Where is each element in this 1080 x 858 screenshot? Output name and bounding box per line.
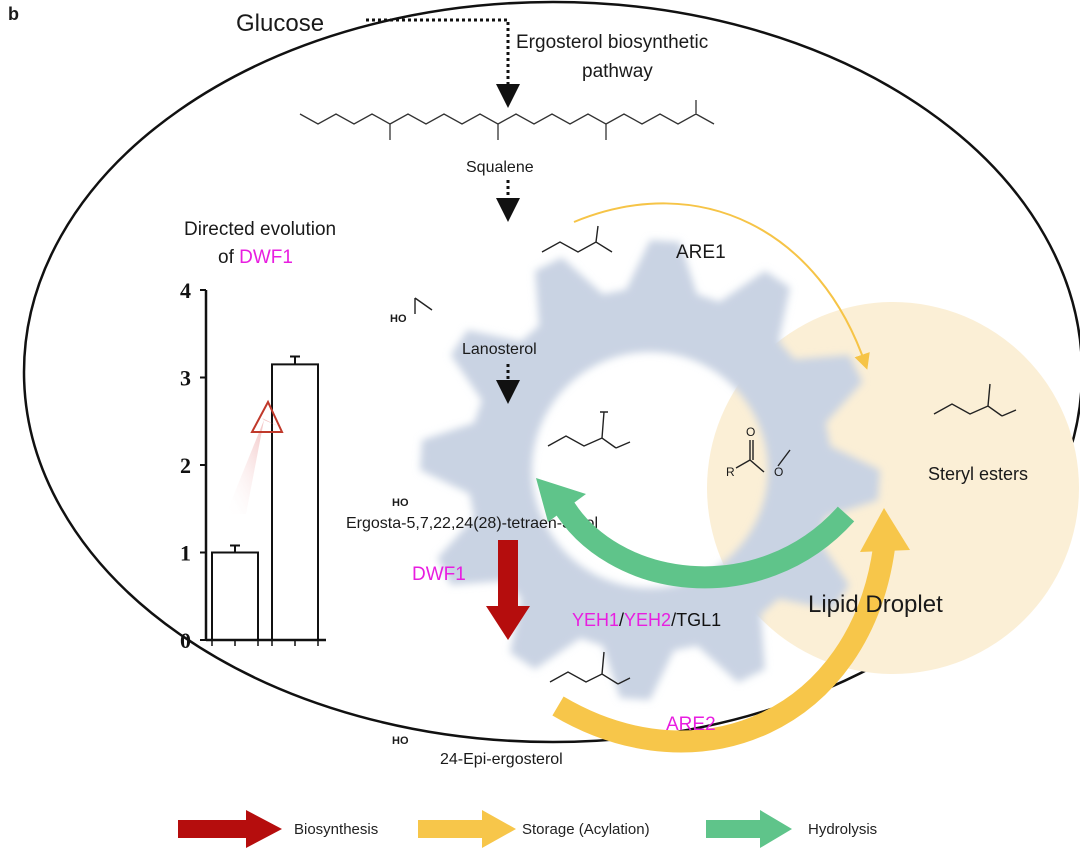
- pathway-label-line2: pathway: [582, 61, 653, 82]
- legend: Biosynthesis Storage (Acylation) Hydroly…: [178, 810, 877, 848]
- improvement-arrow-head: [250, 399, 284, 433]
- y-tick-label: 2: [180, 453, 191, 478]
- hydrolase-enzymes-label: YEH1/YEH2/TGL1: [572, 610, 721, 630]
- lanosterol-label: Lanosterol: [462, 341, 537, 358]
- dwf1-activity-chart: 4 3 2 1 0: [180, 278, 326, 653]
- glucose-label: Glucose: [236, 10, 324, 37]
- y-tick-label: 4: [180, 278, 191, 303]
- dwf1-enzyme-label: DWF1: [412, 564, 466, 585]
- bar: [271, 363, 319, 641]
- cell-boundary: [22, 0, 1080, 744]
- epi-ergosterol-structure: [405, 651, 631, 685]
- storage-arrow: [552, 508, 910, 753]
- pathway-label-line1: Ergosterol biosynthetic: [516, 32, 708, 53]
- lipid-droplet-label: Lipid Droplet: [808, 591, 943, 618]
- steryl-esters-label: Steryl esters: [928, 464, 1028, 484]
- y-tick-label: 0: [180, 628, 191, 653]
- improvement-arrow-shaft: [226, 418, 278, 514]
- biosynthesis-arrow: [486, 540, 530, 640]
- hydrolysis-arrow: [536, 478, 855, 589]
- epi-ergosterol-label: 24-Epi-ergosterol: [440, 751, 563, 768]
- inset-title-line1: Directed evolution: [184, 219, 336, 240]
- legend-storage-arrow: [418, 810, 516, 848]
- lanosterol-hydroxyl: HO: [390, 313, 407, 325]
- panel-label: b: [8, 4, 19, 24]
- carbonyl-oxygen: O: [746, 425, 755, 439]
- r-group-label: R: [726, 465, 735, 479]
- legend-item-storage: Storage (Acylation): [418, 810, 650, 848]
- squalene-structure: [299, 100, 715, 140]
- glucose-to-squalene-arrow: [366, 18, 520, 108]
- tetraenol-structure: [403, 411, 631, 449]
- legend-item-hydrolysis: Hydrolysis: [706, 810, 877, 848]
- legend-biosynthesis-arrow: [178, 810, 282, 848]
- epi-ergosterol-hydroxyl: HO: [392, 735, 409, 747]
- steryl-ester-structure: [735, 383, 1017, 473]
- ester-oxygen: O: [774, 465, 783, 479]
- squalene-label: Squalene: [466, 159, 534, 176]
- bar: [211, 551, 259, 641]
- are2-enzyme-label: ARE2: [666, 714, 716, 735]
- legend-biosynthesis-label: Biosynthesis: [294, 821, 378, 838]
- tetraenol-hydroxyl: HO: [392, 497, 409, 509]
- gear-icon: [420, 240, 880, 700]
- tetraenol-label: Ergosta-5,7,22,24(28)-tetraen-3β-ol: [346, 515, 598, 532]
- legend-item-biosynthesis: Biosynthesis: [178, 810, 378, 848]
- are1-label: ARE1: [676, 242, 726, 263]
- lanosterol-structure: [397, 225, 613, 314]
- legend-hydrolysis-arrow: [706, 810, 792, 848]
- y-tick-label: 3: [180, 366, 191, 391]
- are1-arrow: [573, 202, 870, 370]
- inset-title-line2: of DWF1: [218, 247, 293, 268]
- legend-storage-label: Storage (Acylation): [522, 821, 650, 838]
- y-tick-label: 1: [180, 541, 191, 566]
- legend-hydrolysis-label: Hydrolysis: [808, 821, 877, 838]
